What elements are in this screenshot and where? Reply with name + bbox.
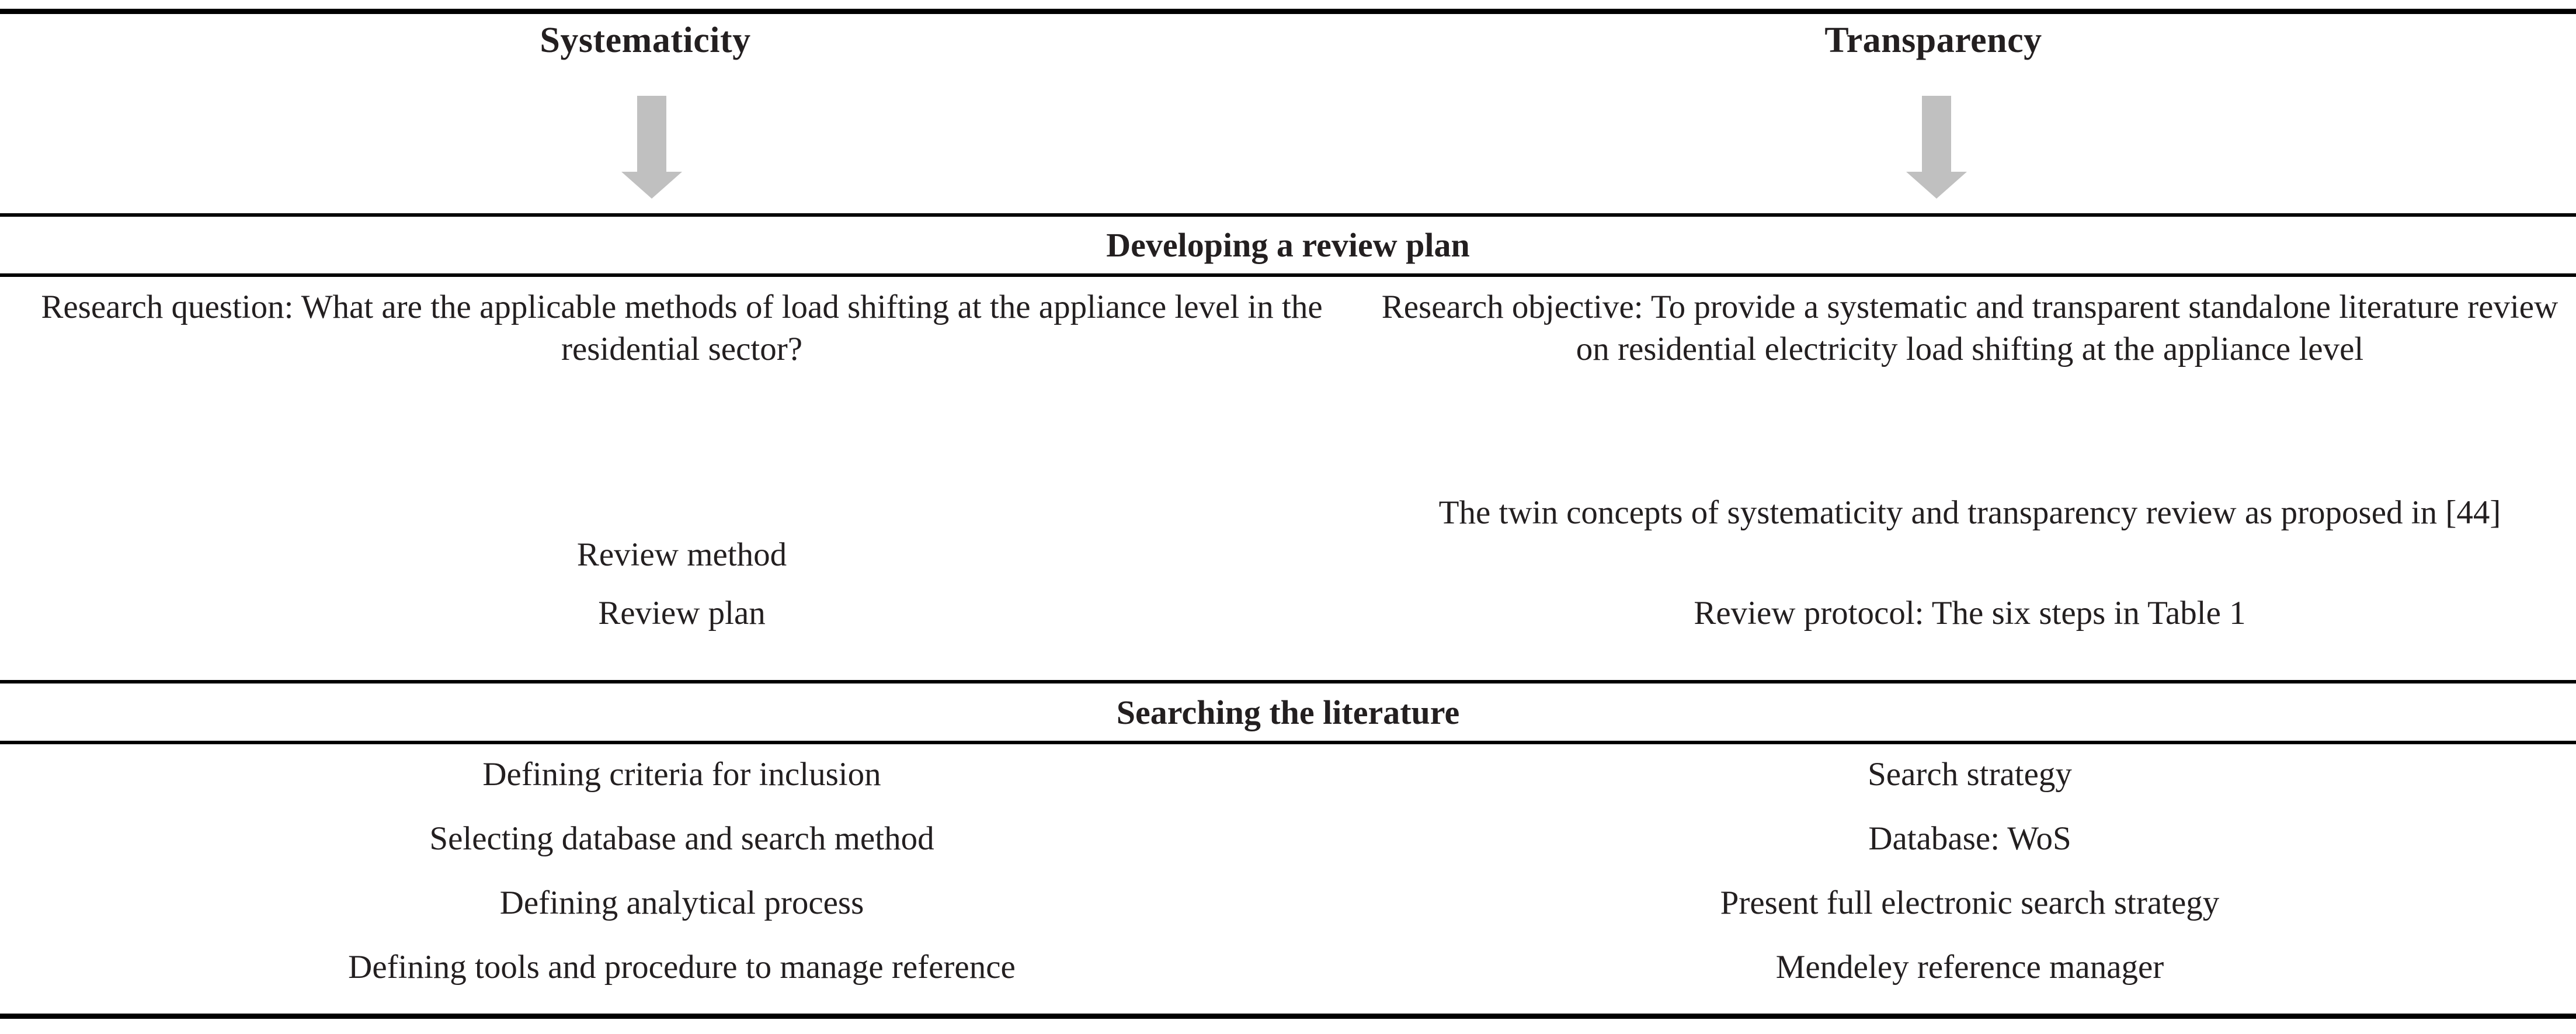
column-headers-band: Systematicity Transparency [0, 13, 2576, 213]
section-heading-searching-the-literature: Searching the literature [1116, 693, 1460, 731]
cell-systematicity: Selecting database and search method [0, 818, 1364, 860]
arrow-down-icon [621, 96, 682, 199]
cell-transparency: Mendeley reference manager [1364, 946, 2576, 988]
cell-transparency: Database: WoS [1364, 818, 2576, 860]
rule-above-section-1-heading [0, 213, 2576, 217]
rule-top [0, 9, 2576, 14]
section-heading-developing-a-review-plan: Developing a review plan [1106, 226, 1470, 264]
rule-below-section-2-heading [0, 741, 2576, 744]
cell-transparency: Present full electronic search strategy [1364, 882, 2576, 924]
cell-transparency: Research objective: To provide a systema… [1364, 286, 2576, 370]
cell-transparency: Search strategy [1364, 754, 2576, 796]
table-row: Selecting database and search method Dat… [0, 818, 2576, 860]
column-header-transparency: Transparency [1291, 13, 2576, 213]
table-row: Review plan Review protocol: The six ste… [0, 592, 2576, 634]
cell-text: Selecting database and search method [429, 820, 934, 857]
cell-systematicity: Review plan [0, 592, 1364, 634]
cell-text: Defining criteria for inclusion [482, 756, 881, 793]
column-title-transparency: Transparency [1824, 20, 2042, 60]
table-row: Defining criteria for inclusion Search s… [0, 754, 2576, 796]
table-row: Research question: What are the applicab… [0, 286, 2576, 370]
rule-above-section-2-heading [0, 680, 2576, 683]
cell-transparency: Review protocol: The six steps in Table … [1364, 592, 2576, 634]
cell-text: Research question: What are the applicab… [41, 289, 1323, 367]
cell-systematicity: Defining criteria for inclusion [0, 754, 1364, 796]
table-row: Review method The twin concepts of syste… [0, 492, 2576, 576]
arrow-down-icon-transparency-wrap [1291, 96, 2576, 213]
cell-text: Review plan [598, 595, 766, 631]
table-row: Defining analytical process Present full… [0, 882, 2576, 924]
rule-bottom [0, 1014, 2576, 1019]
arrow-down-icon [1906, 96, 1967, 199]
column-title-systematicity: Systematicity [540, 20, 751, 60]
cell-text: Review protocol: The six steps in Table … [1694, 595, 2246, 631]
cell-transparency: The twin concepts of systematicity and t… [1364, 492, 2576, 576]
cell-text: Research objective: To provide a systema… [1381, 289, 2558, 367]
column-header-systematicity: Systematicity [0, 13, 1291, 213]
cell-text: Database: WoS [1868, 820, 2071, 857]
cell-text: Review method [576, 536, 787, 573]
cell-systematicity: Defining analytical process [0, 882, 1364, 924]
cell-systematicity: Defining tools and procedure to manage r… [0, 946, 1364, 988]
rule-below-section-1-heading [0, 273, 2576, 277]
table-row: Defining tools and procedure to manage r… [0, 946, 2576, 988]
cell-text: The twin concepts of systematicity and t… [1438, 494, 2501, 531]
cell-systematicity: Research question: What are the applicab… [0, 286, 1364, 370]
cell-text: Search strategy [1868, 756, 2072, 793]
cell-text: Mendeley reference manager [1775, 949, 2164, 986]
cell-text: Defining tools and procedure to manage r… [348, 949, 1016, 986]
arrow-down-icon-systematicity-wrap [0, 96, 1291, 213]
cell-text: Defining analytical process [499, 884, 864, 921]
cell-text: Present full electronic search strategy [1720, 884, 2220, 921]
cell-systematicity: Review method [0, 492, 1364, 576]
